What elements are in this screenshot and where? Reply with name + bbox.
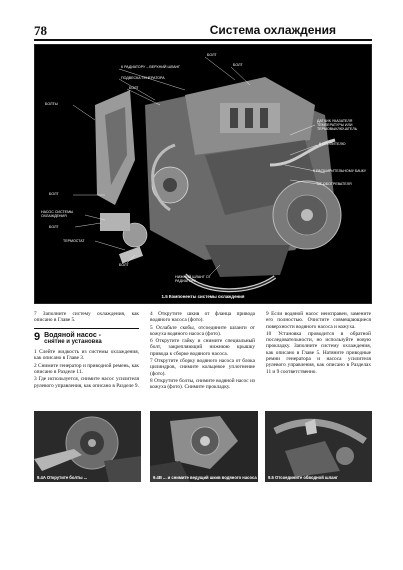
page-number: 78 [34,23,47,38]
label-bolt-2: Болт [207,53,217,57]
text-column-1: 7 Заполните систему охлаждения, как опис… [34,311,139,390]
section-heading: 9 Водяной насос - снятие и установка [34,327,139,347]
photo-caption: 9.4B ... и снимите ведущий шкив водяного… [153,475,257,480]
photo-9-5: 9.5 Отсоедините обводной шланг [265,411,372,482]
label-to-expansion-tank: К расширительному бачку [313,169,367,173]
photo-caption: 9.4A Открутите болты ... [37,475,88,480]
label-bolt-1: Болт [129,86,139,90]
paragraph: 7 Открутите сборку водяного насоса от бл… [150,358,255,377]
chapter-title: Система охлаждения [209,23,336,37]
paragraph: 3 Где используется, снимите насос усилит… [34,376,139,389]
label-bolt-4: Болт [49,192,59,196]
text-column-2: 4 Открутите шкив от фланца привода водян… [150,311,255,392]
label-bolt-3: Болт [233,63,243,67]
label-bolts: Болты [45,102,58,106]
page-header: 78 Система охлаждения [34,23,372,39]
photo-9-4a: 9.4A Открутите болты ... [34,411,141,482]
figure-caption: 1.5 Компоненты системы охлаждения [161,294,245,299]
label-lower-radiator-hose: Нижний шланг от радиатора [175,275,211,284]
label-alternator-mount: Подвеска генератора [121,76,165,80]
header-rule [34,39,372,41]
paragraph: 5 Ослабьте скобы, отсоедините шланги от … [150,324,255,337]
label-water-pump: Насос системы охлаждения [41,210,74,219]
paragraph: 8 Открутите болты, снимите водяной насос… [150,377,255,391]
photo-image [34,411,141,482]
paragraph: 6 Открутите гайку и снимите специальный … [150,338,255,357]
label-radiator-upper-hose: К радиатору – верхний шланг [121,65,181,69]
section-subtitle: снятие и установка [44,339,102,346]
label-bolt-6: Болт [119,263,129,267]
section-title: Водяной насос - [44,331,102,339]
label-thermostat: Термостат [63,239,85,243]
photo-9-4b: 9.4B ... и снимите ведущий шкив водяного… [150,411,258,482]
photo-caption: 9.5 Отсоедините обводной шланг [268,475,338,480]
paragraph: 10 Установка проводится в обратной после… [266,330,371,375]
cooling-system-figure: К радиатору – верхний шланг Подвеска ген… [34,44,372,304]
paragraph: 2 Снимите генератор и приводной ремень, … [34,362,139,375]
text-column-3: 9 Если водяной насос неисправен, заменит… [266,311,371,376]
paragraph: 7 Заполните систему охлаждения, как опис… [34,311,139,324]
section-number: 9 [34,330,41,343]
photo-image [150,411,258,482]
paragraph: 1 Слейте жидкость из системы охлаждения,… [34,349,139,362]
label-to-heater: К отопителю [319,142,346,146]
label-bolt-5: Болт [49,225,59,229]
paragraph: 9 Если водяной насос неисправен, заменит… [266,311,371,330]
paragraph: 4 Открутите шкив от фланца привода водян… [150,311,255,324]
photo-image [265,411,372,482]
label-from-heater: От обогревателя [317,182,352,186]
label-temperature-sensor: Датчик указателя температуры или термовы… [317,119,358,132]
engine-illustration [72,56,342,293]
